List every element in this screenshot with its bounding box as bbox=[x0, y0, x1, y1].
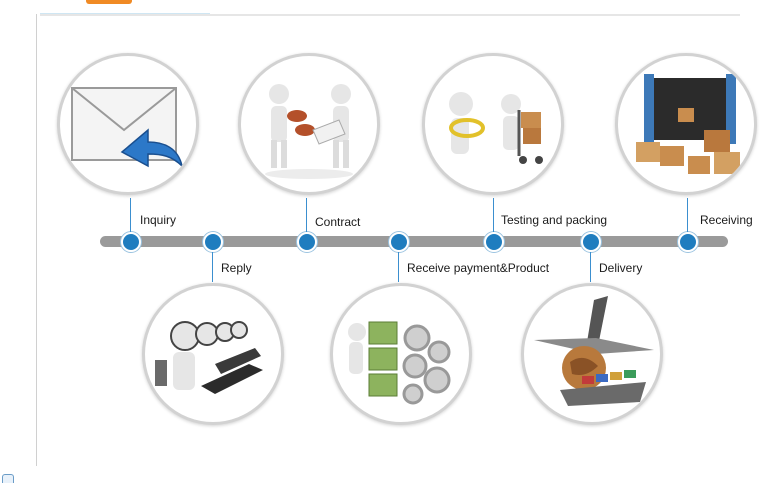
stem-reply bbox=[212, 252, 213, 282]
corner-widget-icon[interactable] bbox=[2, 474, 14, 483]
call-center-icon bbox=[155, 321, 263, 394]
inspection-trolley-icon bbox=[449, 92, 543, 164]
label-payment: Receive payment&Product bbox=[407, 261, 550, 275]
stem-testing bbox=[493, 198, 494, 232]
node-inquiry bbox=[121, 232, 141, 252]
timeline-track bbox=[100, 236, 728, 247]
envelope-reply-icon bbox=[71, 87, 184, 169]
left-border bbox=[36, 14, 37, 466]
reply-illustration bbox=[142, 283, 284, 425]
money-gears-icon bbox=[348, 321, 451, 405]
plane-ship-globe-icon bbox=[534, 296, 654, 406]
label-contract: Contract bbox=[315, 215, 361, 229]
node-payment bbox=[389, 232, 409, 252]
label-receiving: Receiving bbox=[700, 213, 753, 227]
node-receiving bbox=[678, 232, 698, 252]
label-inquiry: Inquiry bbox=[140, 213, 177, 227]
header-divider bbox=[40, 14, 740, 16]
handshake-contract-icon bbox=[265, 84, 353, 179]
delivery-illustration bbox=[521, 283, 663, 425]
inquiry-illustration bbox=[57, 53, 199, 195]
stem-receiving bbox=[687, 198, 688, 232]
label-delivery: Delivery bbox=[599, 261, 643, 275]
title-accent bbox=[86, 0, 132, 4]
testing-illustration bbox=[422, 53, 564, 195]
payment-illustration bbox=[330, 283, 472, 425]
node-contract bbox=[297, 232, 317, 252]
node-reply bbox=[203, 232, 223, 252]
contract-illustration bbox=[238, 53, 380, 195]
container-boxes-icon bbox=[636, 74, 740, 174]
stem-contract bbox=[306, 198, 307, 232]
stem-inquiry bbox=[130, 198, 131, 232]
node-delivery bbox=[581, 232, 601, 252]
label-testing: Testing and packing bbox=[501, 213, 608, 227]
node-testing bbox=[484, 232, 504, 252]
receiving-illustration bbox=[615, 53, 757, 195]
stem-payment bbox=[398, 252, 399, 282]
stem-delivery bbox=[590, 252, 591, 282]
label-reply: Reply bbox=[221, 261, 252, 275]
